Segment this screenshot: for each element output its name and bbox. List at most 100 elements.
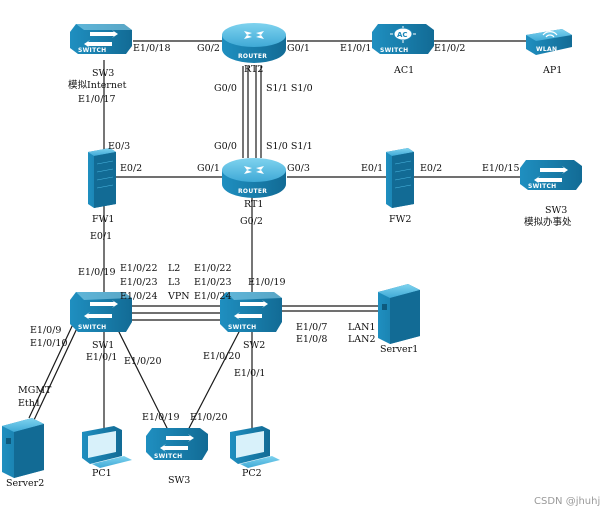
- device-tag: ROUTER: [238, 53, 267, 60]
- device-tag: WLAN: [536, 46, 557, 53]
- ac-rays-icon: [390, 26, 416, 43]
- port-fw2-e0-1: E0/1: [361, 163, 383, 174]
- port-sw1-e1-0-22: E1/0/22: [120, 263, 158, 274]
- pc-pc2[interactable]: [230, 426, 280, 468]
- port-fw2-e0-2: E0/2: [420, 163, 442, 174]
- label-sw1: SW1: [92, 340, 114, 351]
- keyboard-icon: [240, 456, 280, 468]
- port-ac1-e1-0-1: E1/0/1: [340, 43, 371, 54]
- switch-arrows-icon: [84, 30, 118, 48]
- port-sw2-e1-0-22: E1/0/22: [194, 263, 232, 274]
- switch-sw3-internet[interactable]: SWITCH: [70, 24, 132, 54]
- ac-badge: AC: [397, 31, 408, 39]
- label-fw2: FW2: [389, 214, 411, 225]
- port-sw3-e1-0-18: E1/0/18: [133, 43, 171, 54]
- link-sw1-sw3: [117, 329, 171, 435]
- port-fw1-e0-2: E0/2: [120, 163, 142, 174]
- server-bay-icon: [6, 438, 11, 444]
- port-sw3-e1-0-20: E1/0/20: [190, 412, 228, 423]
- switch-sw2[interactable]: SWITCH: [220, 292, 282, 332]
- switch-sw1[interactable]: SWITCH: [70, 292, 132, 332]
- label-sw3-access: SW3: [168, 475, 190, 486]
- link-sw2-server1: [282, 305, 378, 312]
- switch-arrows-icon: [160, 434, 194, 452]
- port-server1-lan1: LAN1: [348, 322, 376, 333]
- port-sw2-e1-0-23: E1/0/23: [194, 277, 232, 288]
- port-rt2-g0-0: G0/0: [214, 83, 237, 94]
- port-sw1-e1-0-19: E1/0/19: [78, 267, 116, 278]
- device-tag: SWITCH: [154, 453, 183, 460]
- device-tag: SWITCH: [78, 324, 107, 331]
- firewall-fw2[interactable]: [386, 148, 414, 208]
- port-rt2-g0-2: G0/2: [197, 43, 220, 54]
- label-pc2: PC2: [242, 468, 262, 479]
- label-rt2: RT2: [244, 64, 263, 75]
- server-server2[interactable]: [2, 418, 44, 478]
- label-sw2: SW2: [243, 340, 265, 351]
- port-sw2-e1-0-24: E1/0/24: [194, 291, 232, 302]
- label-ac1: AC1: [393, 65, 414, 76]
- port-sw2-e1-0-7: E1/0/7: [296, 322, 327, 333]
- switch-ac1[interactable]: AC SWITCH: [372, 24, 434, 54]
- switch-arrows-icon: [234, 300, 268, 320]
- port-sw2-e1-0-20: E1/0/20: [203, 351, 241, 362]
- port-sw1-e1-0-24: E1/0/24: [120, 291, 158, 302]
- firewall-panel-icon: [96, 160, 114, 189]
- label-sw3-internet: SW3: [92, 68, 114, 79]
- switch-sw3-access[interactable]: SWITCH: [146, 428, 208, 460]
- device-tag: SWITCH: [528, 183, 557, 190]
- lag-kind-l2: L2: [168, 263, 180, 274]
- link-sw1-sw2-lag: [130, 305, 222, 321]
- label-fw1: FW1: [92, 214, 114, 225]
- device-tag: SWITCH: [78, 47, 107, 54]
- port-rt2-s1-1-s1-0: S1/1 S1/0: [266, 83, 313, 94]
- port-server2-mgmt: MGMT: [18, 385, 52, 396]
- port-sw1-e1-0-1: E1/0/1: [86, 352, 117, 363]
- device-tag: SWITCH: [380, 47, 409, 54]
- port-rt1-g0-0: G0/0: [214, 141, 237, 152]
- firewall-fw1[interactable]: [88, 148, 116, 208]
- port-fw1-e0-3: E0/3: [108, 141, 130, 152]
- label-sw3-office-sub: 模拟办事处: [524, 216, 572, 228]
- port-sw3-e1-0-15: E1/0/15: [482, 163, 520, 174]
- switch-sw3-office[interactable]: SWITCH: [520, 160, 582, 190]
- port-sw2-e1-0-19: E1/0/19: [248, 277, 286, 288]
- links: [28, 40, 526, 435]
- port-rt1-s1-0-s1-1: S1/0 S1/1: [266, 141, 313, 152]
- watermark-text: CSDN @jhuhj: [534, 496, 600, 507]
- port-ac1-e1-0-2: E1/0/2: [434, 43, 465, 54]
- router-rt1[interactable]: ROUTER: [222, 158, 286, 198]
- switch-arrows-icon: [84, 300, 118, 320]
- label-sw3-office: SW3: [545, 205, 567, 216]
- port-rt2-g0-1: G0/1: [287, 43, 310, 54]
- device-tag: SWITCH: [228, 324, 257, 331]
- server-bay-icon: [382, 304, 387, 310]
- port-sw2-e1-0-1: E1/0/1: [234, 368, 265, 379]
- access-point-ap1[interactable]: WLAN: [526, 29, 572, 55]
- wifi-icon: [542, 31, 558, 38]
- switch-arrows-icon: [534, 166, 568, 184]
- server-server1[interactable]: [378, 284, 420, 344]
- port-sw1-e1-0-10: E1/0/10: [30, 338, 68, 349]
- keyboard-icon: [92, 456, 132, 468]
- label-pc1: PC1: [92, 468, 112, 479]
- port-sw1-e1-0-9: E1/0/9: [30, 325, 61, 336]
- port-sw3-e1-0-19: E1/0/19: [142, 412, 180, 423]
- router-arrows-icon: [244, 31, 264, 39]
- router-rt2[interactable]: ROUTER: [222, 23, 286, 63]
- lag-kind-vpn: VPN: [167, 291, 190, 302]
- port-sw3-e1-0-17: E1/0/17: [78, 94, 116, 105]
- port-server2-eth1: Eth1: [18, 398, 41, 409]
- port-labels: E1/0/18 G0/2 G0/1 E1/0/1 E1/0/2 E1/0/17 …: [18, 43, 520, 423]
- port-server1-lan2: LAN2: [348, 334, 376, 345]
- port-rt1-g0-3: G0/3: [287, 163, 310, 174]
- port-fw1-e0-1: E0/1: [90, 231, 112, 242]
- port-sw1-e1-0-20: E1/0/20: [124, 356, 162, 367]
- label-rt1: RT1: [244, 199, 263, 210]
- label-server2: Server2: [6, 478, 44, 489]
- router-arrows-icon: [244, 166, 264, 174]
- port-sw2-e1-0-8: E1/0/8: [296, 334, 327, 345]
- pc-pc1[interactable]: [82, 426, 132, 468]
